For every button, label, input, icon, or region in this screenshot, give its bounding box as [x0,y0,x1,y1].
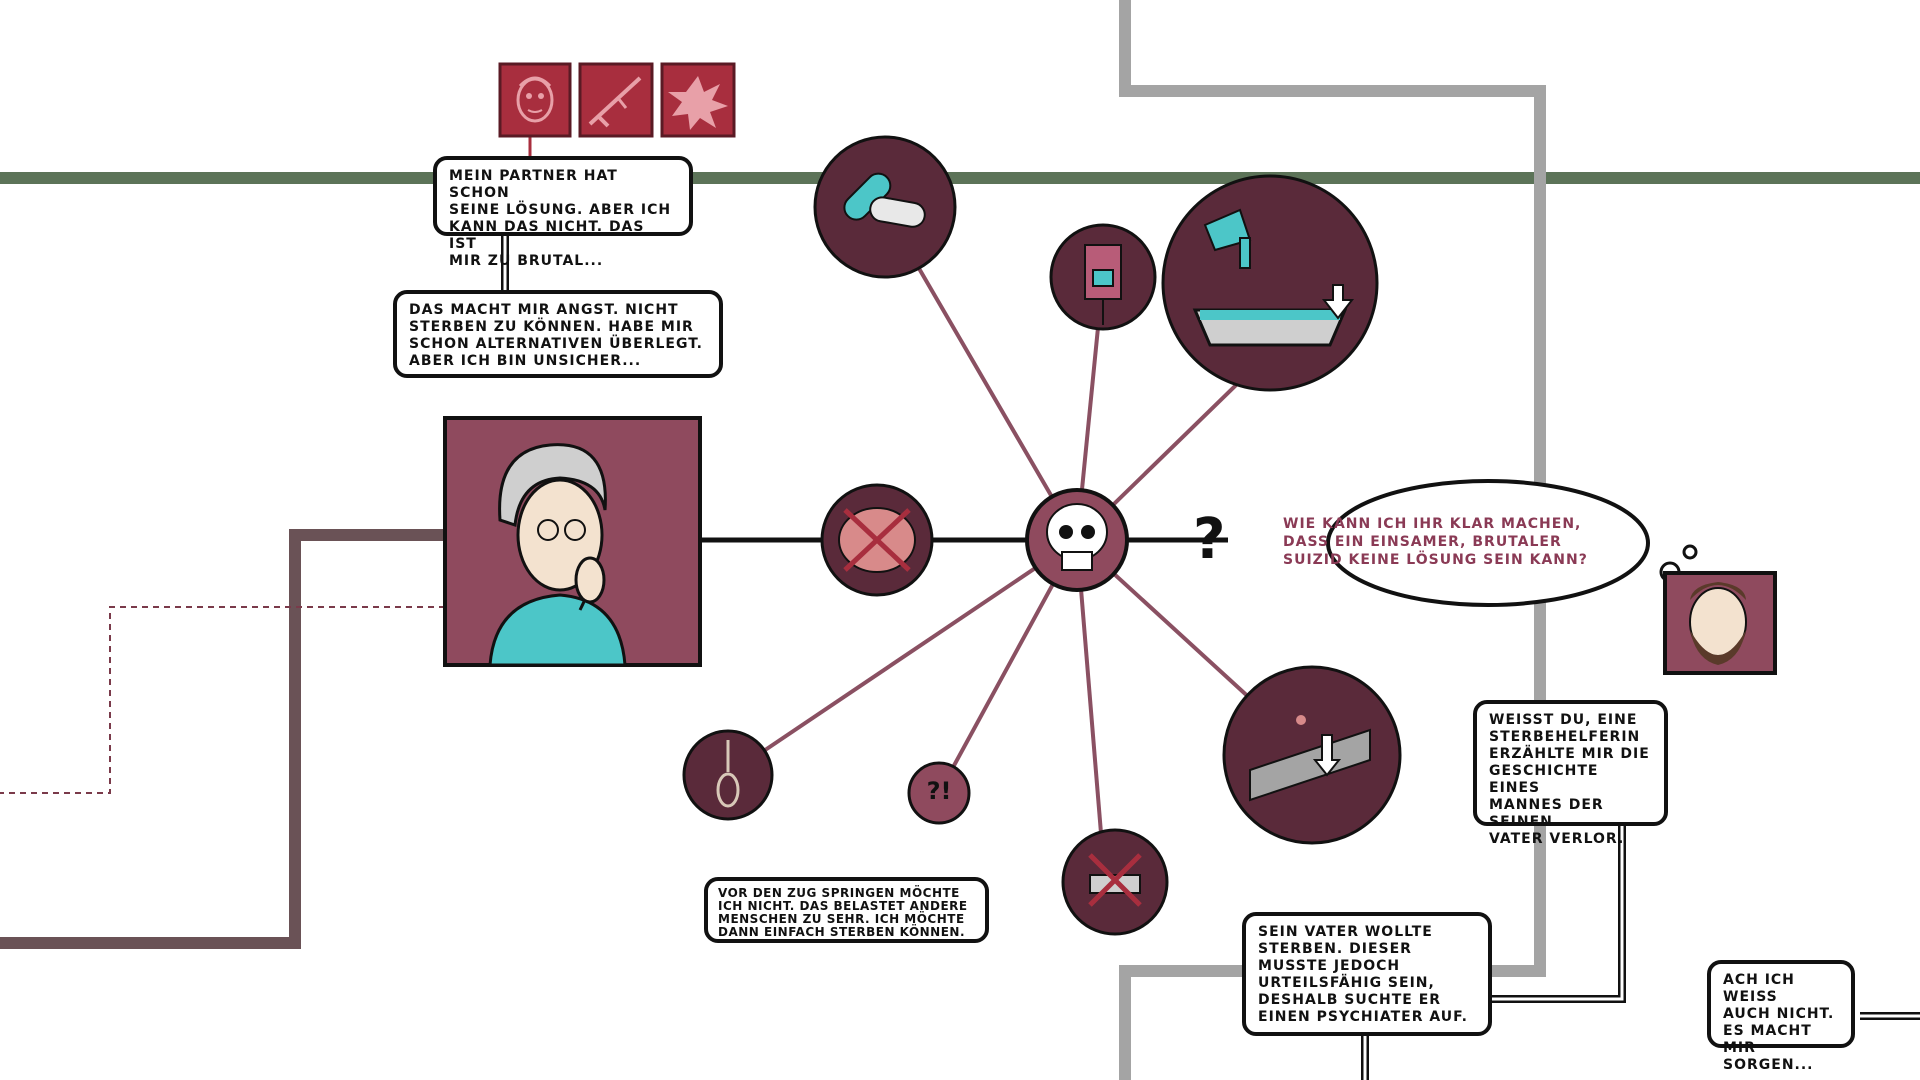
infusion-node [1051,225,1155,329]
bathtub-node [1163,176,1377,390]
pills-node [815,137,955,277]
father-speech-bubble: Sein Vater wollte sterben. Dieser musste… [1242,912,1492,1036]
elderly-face-icon [500,64,570,136]
dashed-route-line [0,607,445,793]
food-node [1063,830,1167,934]
noose-node [684,731,772,819]
train-speech-bubble: Vor den Zug springen möchte ich nicht. D… [704,877,989,943]
skull-node [1027,490,1127,590]
brown-route-line [0,535,445,943]
woman-portrait [445,418,700,665]
explosion-icon [662,64,734,136]
fear-speech-bubble: Das macht mir Angst. Nicht sterben zu kö… [393,290,723,378]
green-horizontal-line [0,172,1920,184]
rifle-icon [580,64,652,136]
brain-node [822,485,932,595]
bridge-node [1224,667,1400,843]
worry-speech-bubble: Ach ich weiss auch nicht. Es macht mir S… [1707,960,1855,1048]
interrobang-mark: ?! [921,777,957,805]
man-portrait [1665,573,1775,673]
crossed-brain-icon [839,508,915,572]
story-speech-bubble: Weisst du, eine Sterbehelferin erzählte … [1473,700,1668,826]
thought-text: Wie kann ich ihr klar machen, dass ein e… [1283,515,1623,569]
question-mark: ? [1193,507,1225,572]
top-icon-boxes [500,64,734,136]
partner-speech-bubble: Mein Partner hat schon seine Lösung. Abe… [433,156,693,236]
woman-hand [576,558,604,602]
